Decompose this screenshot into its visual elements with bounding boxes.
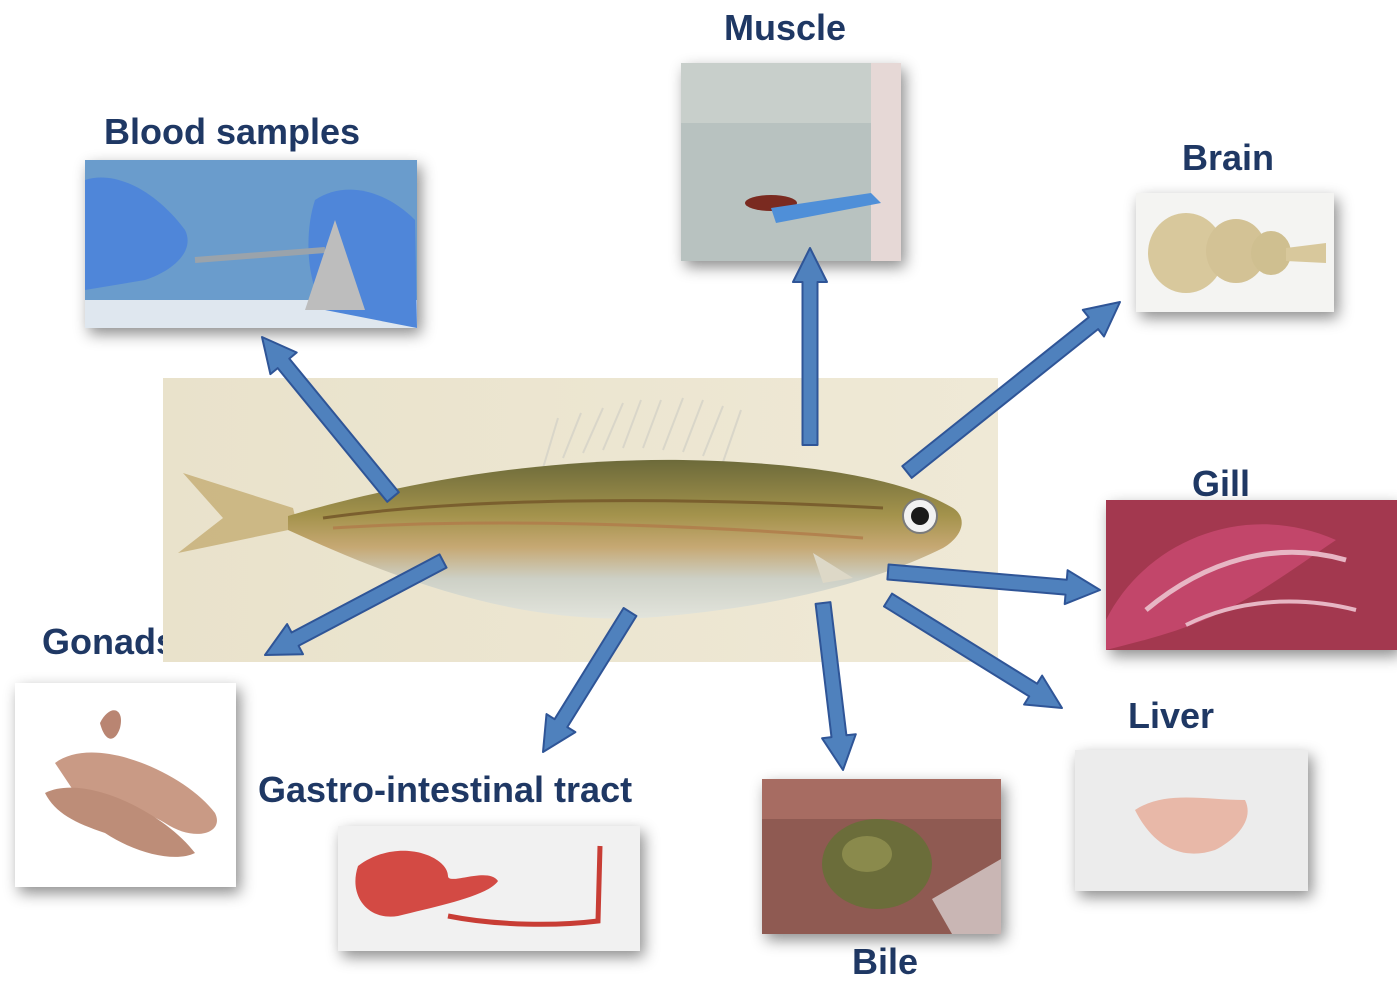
muscle-photo — [681, 63, 901, 261]
brain-photo — [1136, 193, 1334, 312]
blood-samples-photo — [85, 160, 417, 328]
label-bile: Bile — [852, 944, 918, 980]
gonads-photo — [15, 683, 236, 887]
liver-photo — [1075, 750, 1308, 891]
gill-photo — [1106, 500, 1397, 650]
gastro-intestinal-tract-photo — [338, 826, 640, 951]
label-gonads: Gonads — [42, 624, 176, 660]
label-blood-samples: Blood samples — [104, 114, 360, 150]
bile-photo — [762, 779, 1001, 934]
fish-photo — [163, 378, 998, 662]
label-gastro-intestinal-tract: Gastro-intestinal tract — [258, 772, 632, 808]
label-liver: Liver — [1128, 698, 1214, 734]
label-muscle: Muscle — [724, 10, 846, 46]
label-gill: Gill — [1192, 466, 1250, 502]
label-brain: Brain — [1182, 140, 1274, 176]
